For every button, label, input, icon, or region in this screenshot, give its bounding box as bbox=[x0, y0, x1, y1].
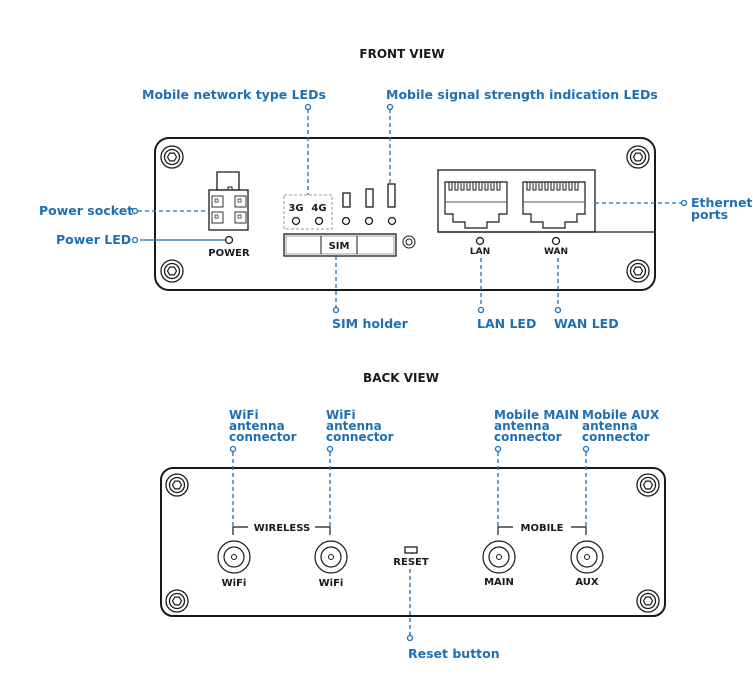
wan-label: WAN bbox=[544, 247, 568, 257]
leader-dot bbox=[131, 236, 139, 244]
callout-signal-strength-leds: Mobile signal strength indication LEDs bbox=[386, 87, 658, 102]
callout-wifi1-line3: connector bbox=[229, 430, 297, 444]
main-label: MAIN bbox=[484, 577, 514, 588]
callout-mobile-main: Mobile MAIN antenna connector bbox=[494, 408, 579, 444]
callout-main-line1: Mobile MAIN bbox=[494, 408, 579, 422]
power-led-icon bbox=[224, 235, 234, 245]
wan-port-icon bbox=[522, 181, 586, 229]
wifi2-label: WiFi bbox=[319, 578, 344, 589]
callout-main-line3: connector bbox=[494, 430, 562, 444]
front-view-title: FRONT VIEW bbox=[359, 47, 444, 61]
callout-mobile-aux: Mobile AUX antenna connector bbox=[582, 408, 660, 444]
screw-icon bbox=[636, 589, 660, 613]
screw-icon bbox=[165, 473, 189, 497]
signal-bar-3-icon bbox=[387, 183, 396, 208]
callout-wifi1-line1: WiFi bbox=[229, 408, 259, 422]
callout-wifi2-line1: WiFi bbox=[326, 408, 356, 422]
callout-wifi2-line3: connector bbox=[326, 430, 394, 444]
screw-icon bbox=[636, 473, 660, 497]
back-panel bbox=[160, 467, 666, 617]
leader-dot bbox=[680, 199, 688, 207]
lan-label: LAN bbox=[470, 247, 490, 257]
leader-dot bbox=[386, 103, 394, 111]
callout-network-type-leds: Mobile network type LEDs bbox=[142, 87, 326, 102]
callout-wifi1: WiFi antenna connector bbox=[229, 408, 297, 444]
led-4g-label: 4G bbox=[311, 203, 326, 214]
wifi2-connector-icon bbox=[314, 540, 348, 574]
sim-holder-icon bbox=[283, 233, 397, 257]
callout-reset-button: Reset button bbox=[408, 646, 500, 661]
power-socket-icon bbox=[208, 171, 249, 231]
callout-ethernet-ports-2: ports bbox=[691, 207, 728, 222]
network-type-led-group bbox=[283, 194, 333, 230]
reset-button-icon bbox=[404, 546, 418, 554]
main-connector-icon bbox=[482, 540, 516, 574]
callout-wan-led: WAN LED bbox=[554, 316, 619, 331]
lan-port-icon bbox=[444, 181, 508, 229]
signal-bar-2-icon bbox=[365, 188, 374, 208]
wireless-bracket-right bbox=[315, 526, 331, 535]
callout-wifi1-line2: antenna bbox=[229, 419, 285, 433]
led-3g-label: 3G bbox=[288, 203, 303, 214]
callout-power-led: Power LED bbox=[56, 232, 131, 247]
leader-dot bbox=[304, 103, 312, 111]
mobile-label: MOBILE bbox=[521, 523, 564, 534]
callout-main-line2: antenna bbox=[494, 419, 550, 433]
callout-aux-line2: antenna bbox=[582, 419, 638, 433]
screw-icon bbox=[160, 259, 184, 283]
callout-wifi2-line2: antenna bbox=[326, 419, 382, 433]
lan-led-icon bbox=[475, 236, 485, 246]
leader-dot bbox=[477, 306, 485, 314]
mobile-bracket-right bbox=[571, 526, 587, 535]
callout-sim-holder: SIM holder bbox=[332, 316, 409, 331]
screw-icon bbox=[160, 145, 184, 169]
led-3g-icon bbox=[291, 216, 301, 226]
leader-dot bbox=[131, 207, 139, 215]
leader-dot bbox=[406, 634, 414, 642]
leader-dot bbox=[554, 306, 562, 314]
signal-led-3-icon bbox=[387, 216, 397, 226]
wifi1-connector-icon bbox=[217, 540, 251, 574]
leader-dot bbox=[494, 445, 502, 453]
back-view-title: BACK VIEW bbox=[363, 371, 439, 385]
power-label: POWER bbox=[208, 248, 250, 259]
screw-icon bbox=[626, 145, 650, 169]
wifi1-label: WiFi bbox=[222, 578, 247, 589]
callout-ethernet-ports-1: Ethernet bbox=[691, 195, 752, 210]
leader-dot bbox=[229, 445, 237, 453]
signal-led-2-icon bbox=[364, 216, 374, 226]
screw-icon bbox=[165, 589, 189, 613]
signal-bar-1-icon bbox=[342, 192, 351, 208]
wan-led-icon bbox=[551, 236, 561, 246]
leader-dot bbox=[582, 445, 590, 453]
wireless-bracket-left bbox=[232, 526, 248, 535]
callout-wifi2: WiFi antenna connector bbox=[326, 408, 394, 444]
callout-aux-line3: connector bbox=[582, 430, 650, 444]
screw-small-icon bbox=[402, 235, 416, 249]
signal-led-1-icon bbox=[341, 216, 351, 226]
sim-label: SIM bbox=[329, 241, 350, 252]
callout-power-socket: Power socket bbox=[39, 203, 133, 218]
callout-aux-line1: Mobile AUX bbox=[582, 408, 660, 422]
mobile-bracket-left bbox=[497, 526, 513, 535]
reset-label: RESET bbox=[393, 557, 429, 568]
leader-dot bbox=[332, 306, 340, 314]
screw-icon bbox=[626, 259, 650, 283]
aux-connector-icon bbox=[570, 540, 604, 574]
aux-label: AUX bbox=[575, 577, 599, 588]
led-4g-icon bbox=[314, 216, 324, 226]
leader-dot bbox=[326, 445, 334, 453]
wireless-label: WIRELESS bbox=[254, 523, 310, 534]
callout-lan-led: LAN LED bbox=[477, 316, 536, 331]
